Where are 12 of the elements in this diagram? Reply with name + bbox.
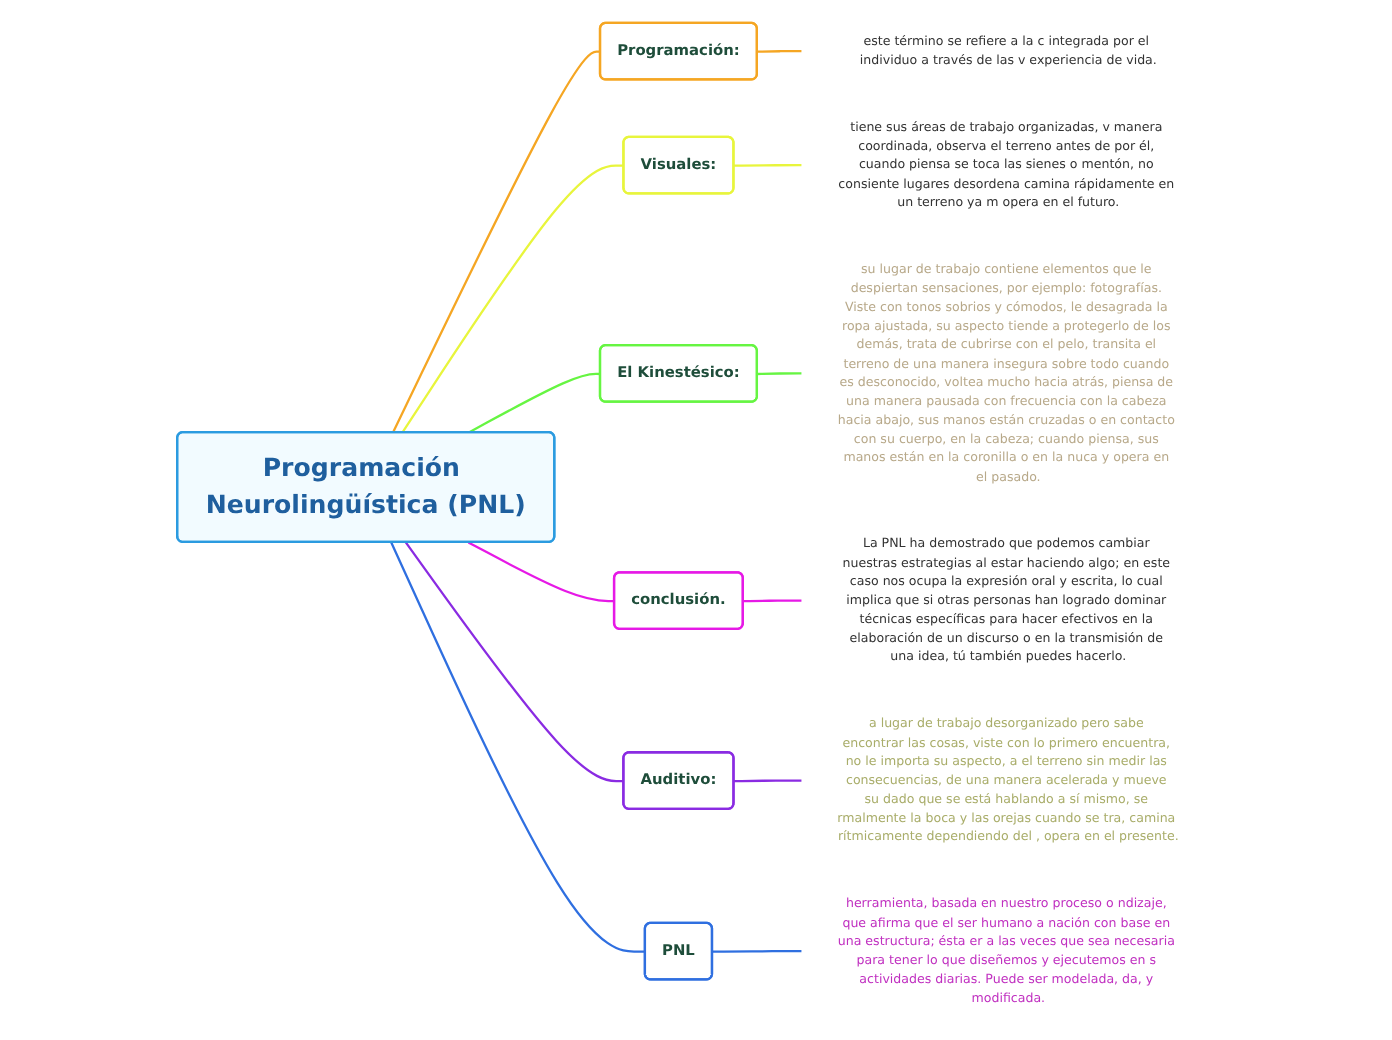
- connector: [390, 541, 646, 953]
- connector: [468, 372, 601, 434]
- connector: [743, 599, 803, 603]
- connector: [468, 541, 616, 603]
- connector: [392, 50, 601, 434]
- connector: [734, 164, 803, 167]
- connector: [405, 541, 625, 783]
- connector: [734, 779, 803, 783]
- connector: [401, 164, 625, 434]
- connector: [757, 372, 803, 376]
- connector: [712, 949, 803, 953]
- connector: [757, 50, 803, 53]
